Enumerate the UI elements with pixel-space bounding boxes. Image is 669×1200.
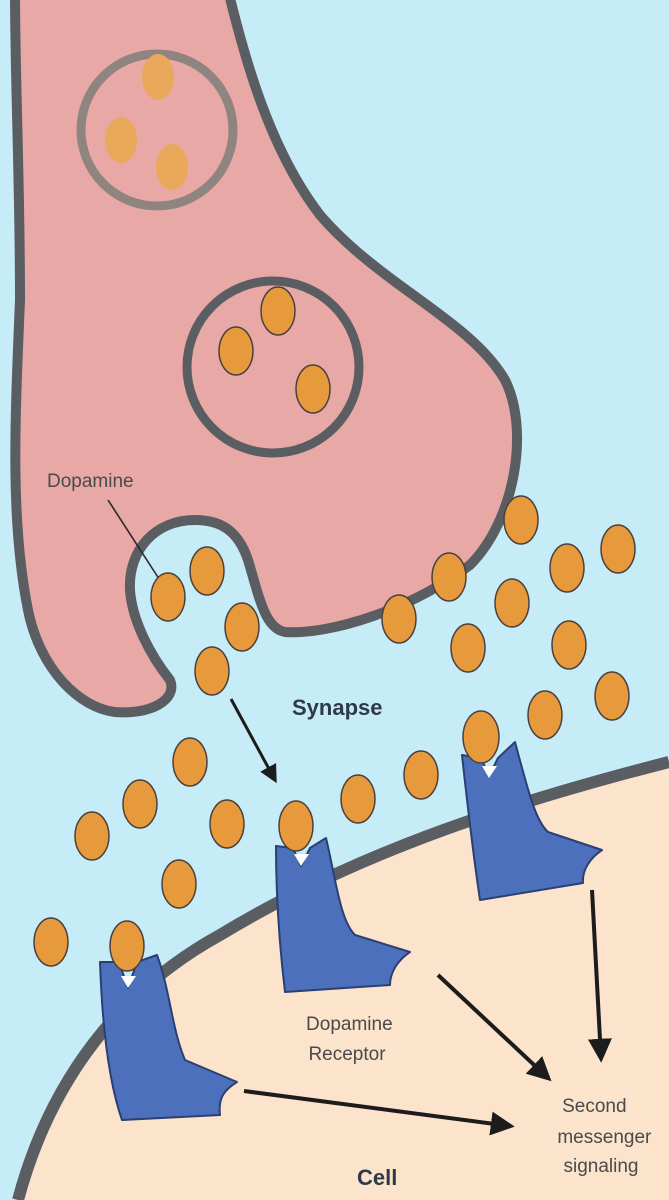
bound-dopamine <box>278 800 314 852</box>
receptor-label-line-1: Dopamine <box>306 1014 393 1035</box>
synapse-label: Synapse <box>292 695 383 720</box>
dopamine-molecules <box>33 495 636 967</box>
receptor-label-line-2: Receptor <box>308 1044 386 1065</box>
dopamine-molecule <box>340 774 376 824</box>
dopamine-leader-line <box>107 499 164 586</box>
signaling-arrows <box>243 889 612 1136</box>
dopamine-molecule <box>527 690 563 740</box>
postsynaptic-membrane <box>12 756 669 1200</box>
signaling-label-line-1: Second <box>562 1096 626 1117</box>
dopamine-molecule <box>156 144 188 190</box>
dopamine-molecule <box>161 859 197 909</box>
dopamine-molecule <box>403 750 439 800</box>
signaling-label-line-2: messenger <box>557 1127 652 1148</box>
arrow-receptor-3-to-signaling <box>587 889 612 1063</box>
dopamine-molecule <box>189 546 225 596</box>
dopamine-receptor <box>99 920 238 1121</box>
release-arrow <box>229 698 277 784</box>
dopamine-molecule <box>551 620 587 670</box>
dopamine-molecule <box>594 671 630 721</box>
bound-dopamine <box>109 920 145 972</box>
arrow-receptor-2-to-signaling <box>436 973 552 1082</box>
cell-label: Cell <box>357 1165 397 1190</box>
dopamine-receptor <box>461 710 603 901</box>
receptor-label: Dopamine Receptor <box>306 1014 398 1065</box>
receptor-binding-pocket <box>121 976 136 988</box>
dopamine-molecule <box>105 117 137 163</box>
dopamine-molecule <box>450 623 486 673</box>
dopamine-molecule <box>381 594 417 644</box>
dopamine-molecule <box>209 799 245 849</box>
signaling-label-line-3: signaling <box>564 1156 639 1177</box>
dopamine-molecule <box>194 646 230 696</box>
dopamine-molecule <box>295 364 331 414</box>
bound-dopamine <box>462 710 500 764</box>
dopamine-molecule <box>172 737 208 787</box>
arrow-receptor-1-to-signaling <box>243 1089 515 1136</box>
dopamine-receptor <box>275 800 411 993</box>
dopamine-molecule <box>260 286 296 336</box>
receptor-binding-pocket <box>482 766 497 778</box>
dopamine-molecule <box>33 917 69 967</box>
dopamine-molecule <box>503 495 539 545</box>
dopamine-label: Dopamine <box>47 471 134 492</box>
signaling-label: Second messenger signaling <box>557 1096 656 1177</box>
receptor-shape <box>99 954 238 1121</box>
vesicle-faded <box>76 49 238 211</box>
receptor-shape <box>461 741 603 901</box>
dopamine-molecule <box>122 779 158 829</box>
dopamine-molecule <box>600 524 636 574</box>
dopamine-molecule <box>74 811 110 861</box>
dopamine-molecule <box>218 326 254 376</box>
dopamine-molecule <box>494 578 530 628</box>
dopamine-molecule <box>431 552 467 602</box>
receptor-shape <box>275 837 411 993</box>
dopamine-molecule <box>142 54 174 100</box>
dopamine-molecule <box>224 602 260 652</box>
receptor-binding-pocket <box>294 854 309 866</box>
dopamine-molecule <box>150 572 186 622</box>
dopamine-molecule <box>549 543 585 593</box>
